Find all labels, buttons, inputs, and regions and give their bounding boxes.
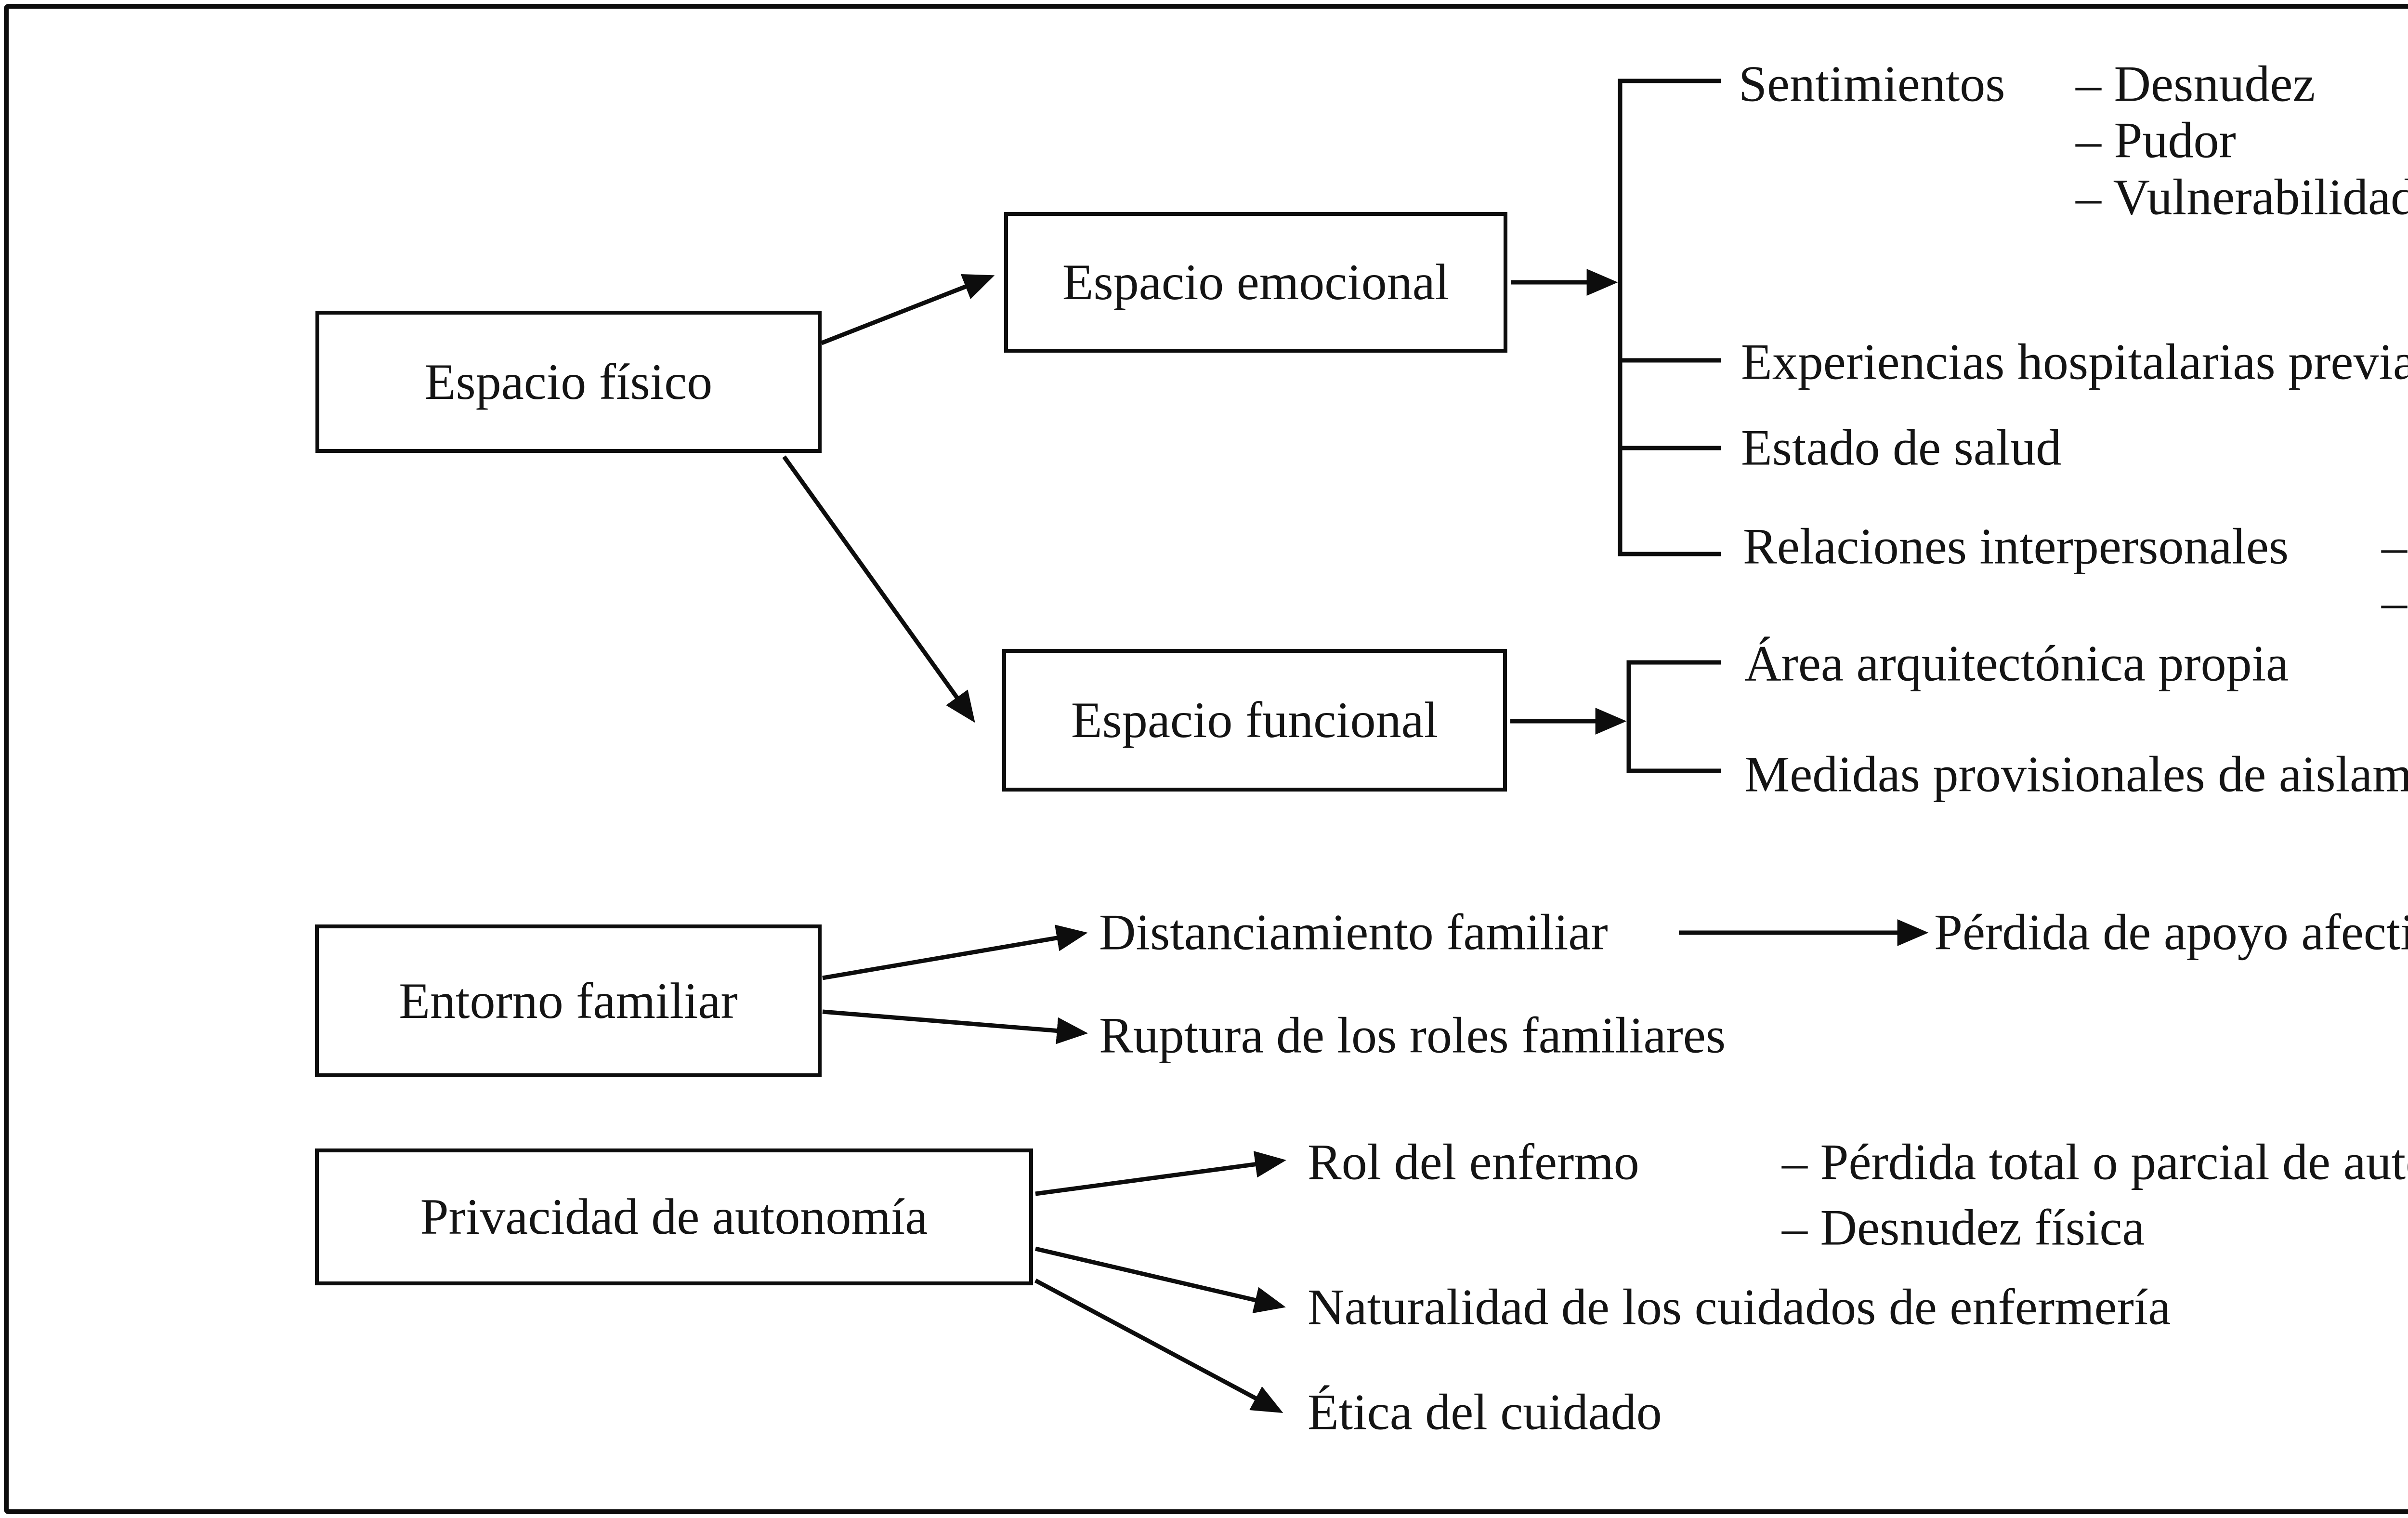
- label-estado-salud: Estado de salud: [1741, 419, 2062, 476]
- label-perdida-apoyo: Pérdida de apoyo afectivo: [1934, 904, 2408, 961]
- arrow-privacidad-etica: [1034, 1279, 1283, 1413]
- label-medidas-provisionales: Medidas provisionales de aislamiento: [1744, 746, 2408, 803]
- node-entorno-familiar-label: Entorno familiar: [399, 972, 738, 1029]
- bracket-emocional: [1618, 79, 1721, 556]
- node-espacio-funcional: Espacio funcional: [1002, 649, 1507, 792]
- label-sentimientos: Sentimientos: [1739, 55, 2005, 112]
- label-calidad-humana: – Calidad humana: [2382, 518, 2408, 575]
- arrow-entorno-ruptura: [822, 1009, 1088, 1044]
- label-distanciamiento: Distanciamiento familiar: [1099, 904, 1608, 961]
- arrow-privacidad-rol: [1035, 1151, 1286, 1196]
- label-area-arquitectonica: Área arquitectónica propia: [1744, 635, 2289, 692]
- node-privacidad-autonomia-label: Privacidad de autonomía: [420, 1188, 928, 1245]
- label-pudor: – Pudor: [2076, 112, 2236, 169]
- label-relaciones: Relaciones interpersonales: [1743, 518, 2289, 575]
- node-espacio-fisico: Espacio físico: [315, 311, 822, 453]
- arrow-entorno-distanciamiento: [822, 924, 1088, 980]
- bracket-funcional: [1626, 660, 1721, 773]
- label-perdida-autonomia: – Pérdida total o parcial de autonomía: [1782, 1134, 2408, 1190]
- node-espacio-emocional: Espacio emocional: [1004, 212, 1507, 353]
- label-rol-enfermo: Rol del enfermo: [1308, 1134, 1639, 1190]
- label-experiencias: Experiencias hospitalarias previas: [1741, 333, 2408, 390]
- label-naturalidad-cuidados: Naturalidad de los cuidados de enfermerí…: [1308, 1279, 2171, 1335]
- label-vulnerabilidad: – Vulnerabilidad: [2076, 169, 2408, 225]
- label-desnudez-fisica: – Desnudez física: [1782, 1199, 2145, 1256]
- label-desnudez: – Desnudez: [2076, 55, 2316, 112]
- label-empatia: – Empatía: [2382, 573, 2408, 630]
- label-ruptura-roles: Ruptura de los roles familiares: [1099, 1007, 1726, 1064]
- arrow-fisico-emocional: [821, 274, 995, 345]
- node-espacio-funcional-label: Espacio funcional: [1071, 692, 1439, 748]
- arrow-privacidad-naturalidad: [1034, 1246, 1286, 1313]
- arrow-fisico-funcional: [782, 455, 975, 723]
- node-espacio-fisico-label: Espacio físico: [424, 353, 713, 410]
- label-etica-cuidado: Ética del cuidado: [1308, 1384, 1662, 1440]
- node-espacio-emocional-label: Espacio emocional: [1062, 254, 1450, 310]
- node-privacidad-autonomia: Privacidad de autonomía: [315, 1148, 1033, 1285]
- node-entorno-familiar: Entorno familiar: [315, 924, 822, 1077]
